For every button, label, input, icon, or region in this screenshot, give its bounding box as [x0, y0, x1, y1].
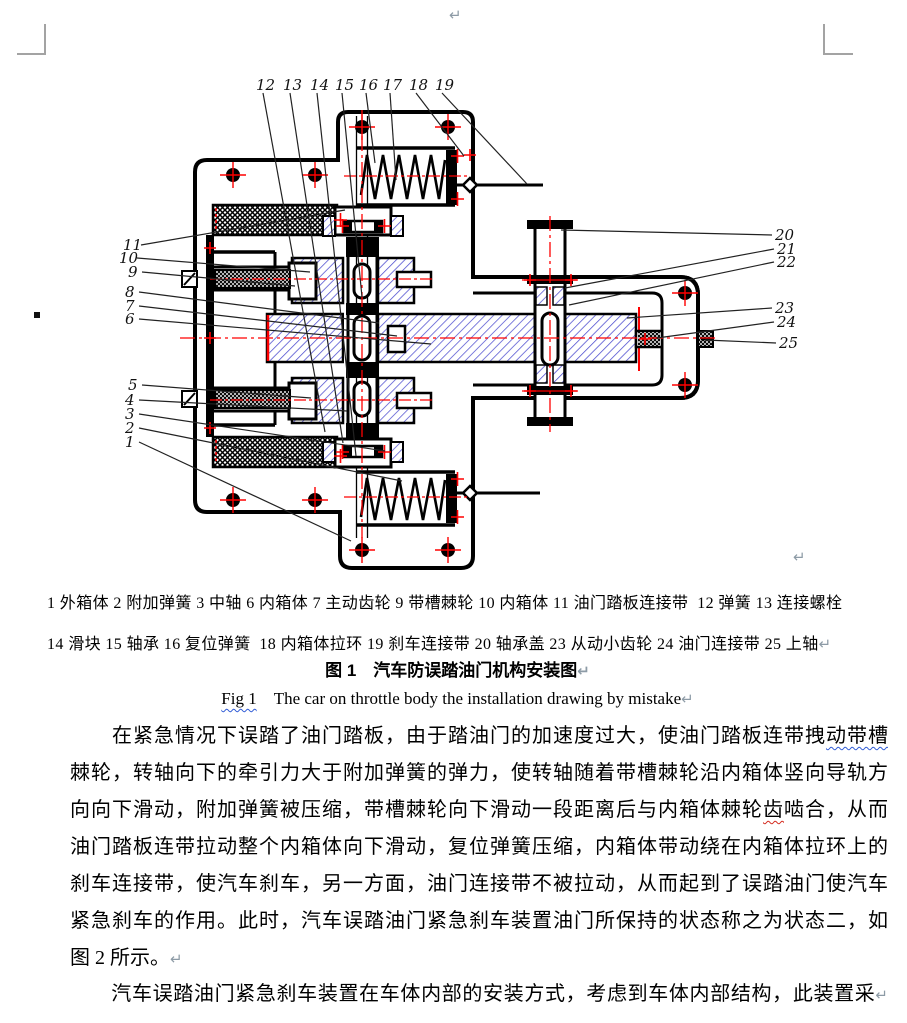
figure-caption-en: Fig 1 The car on throttle body the insta… [50, 684, 865, 709]
body-line: 紧急刹车的作用。此时，汽车误踏油门紧急刹车装置油门所保持的状态称之为状态二，如 [70, 910, 888, 932]
corner-mark-top-right-h [824, 53, 853, 55]
corner-mark-top-left-v [44, 24, 46, 55]
svg-text:6: 6 [125, 310, 135, 328]
bolts [220, 114, 698, 563]
body-line: 在紧急情况下误踏了油门踏板，由于踏油门的加速度过大，使油门踏板连带拽动带槽 [70, 718, 888, 755]
body-line: 油门踏板连带拉动整个内箱体向下滑动，复位弹簧压缩，内箱体带动绕在内箱体拉环上的 [70, 836, 888, 858]
paragraph-mark-icon: ↵ [449, 6, 462, 24]
svg-text:19: 19 [435, 76, 455, 94]
figure-caption-en-text: The car on throttle body the installatio… [256, 689, 682, 708]
parts-list-line1: 1 外箱体 2 附加弹簧 3 中轴 6 内箱体 7 主动齿轮 9 带槽棘轮 10… [47, 595, 843, 612]
body-line: 向向下滑动，附加弹簧被压缩，带槽棘轮向下滑动一段距离后与内箱体棘轮齿啮合，从而 [70, 792, 888, 829]
svg-text:23: 23 [774, 299, 794, 317]
body-line: 刹车连接带，使汽车刹车，另一方面，油门连接带不被拉动，从而起到了误踏油门使汽车 [70, 873, 888, 895]
body-line: 图 2 所示。↵ [70, 940, 888, 977]
svg-text:2: 2 [124, 419, 135, 437]
paragraph-mark-icon: ↵ [875, 986, 888, 1004]
position-marks [204, 149, 651, 524]
svg-text:12: 12 [256, 76, 275, 94]
svg-text:8: 8 [125, 283, 135, 301]
spellcheck-flagged-text: 齿 [763, 799, 784, 821]
paragraph-mark-icon: ↵ [681, 690, 694, 708]
svg-text:15: 15 [335, 76, 354, 94]
body-text: 啮合，从而 [784, 799, 888, 821]
svg-text:16: 16 [359, 76, 379, 94]
svg-text:9: 9 [128, 263, 138, 281]
margin-bullet [34, 312, 40, 318]
svg-text:10: 10 [119, 249, 139, 267]
svg-text:25: 25 [778, 334, 798, 352]
body-line: 汽车误踏油门紧急刹车装置在车体内部的安装方式，考虑到车体内部结构，此装置采↵ [70, 976, 888, 1013]
body-text: 在紧急情况下误踏了油门踏板，由于踏油门的加速度过大，使油门踏板连带拽 [70, 725, 826, 747]
body-text: 图 2 所示。 [70, 947, 170, 969]
paragraph-mark-icon: ↵ [577, 662, 590, 680]
svg-text:22: 22 [776, 253, 796, 271]
body-paragraph-1: 在紧急情况下误踏了油门踏板，由于踏油门的加速度过大，使油门踏板连带拽动带槽 棘轮… [70, 718, 888, 977]
paragraph-mark-icon: ↵ [818, 635, 832, 653]
corner-mark-top-left-h [17, 53, 45, 55]
svg-text:20: 20 [774, 226, 795, 244]
svg-text:17: 17 [383, 76, 403, 94]
svg-text:7: 7 [125, 297, 135, 315]
spellcheck-flagged-text: Fig 1 [221, 689, 257, 708]
body-paragraph-2: 汽车误踏油门紧急刹车装置在车体内部的安装方式，考虑到车体内部结构，此装置采↵ [70, 976, 888, 1013]
svg-text:1: 1 [125, 433, 135, 451]
svg-text:13: 13 [283, 76, 302, 94]
svg-text:5: 5 [128, 376, 138, 394]
callout-leaders [136, 92, 777, 542]
body-line: 棘轮，转轴向下的牵引力大于附加弹簧的弹力，使转轴随着带槽棘轮沿内箱体竖向导轨方 [70, 762, 888, 784]
svg-text:21: 21 [776, 240, 796, 258]
corner-mark-top-right-v [823, 24, 825, 55]
slider-ratchet [322, 205, 404, 469]
figure-caption-cn-text: 图 1 汽车防误踏油门机构安装图 [325, 661, 578, 680]
additional-spring-bands [211, 203, 339, 469]
svg-text:24: 24 [776, 313, 796, 331]
svg-text:14: 14 [310, 76, 329, 94]
figure-caption-cn: 图 1 汽车防误踏油门机构安装图↵ [50, 656, 865, 681]
body-text: 向向下滑动，附加弹簧被压缩，带槽棘轮向下滑动一段距离后与内箱体棘轮 [70, 799, 763, 821]
grammar-flagged-text: 动带槽 [826, 725, 888, 747]
figure-drawing: 12 13 14 15 16 17 18 19 11 10 9 8 7 6 5 … [119, 76, 798, 570]
body-text: 汽车误踏油门紧急刹车装置在车体内部的安装方式，考虑到车体内部结构，此装置采 [70, 983, 876, 1005]
parts-list-line2-text: 14 滑块 15 轴承 16 复位弹簧 18 内箱体拉环 19 刹车连接带 20… [47, 636, 819, 653]
svg-text:3: 3 [125, 405, 135, 423]
parts-list-line2: 14 滑块 15 轴承 16 复位弹簧 18 内箱体拉环 19 刹车连接带 20… [47, 630, 872, 654]
svg-text:18: 18 [409, 76, 428, 94]
svg-text:4: 4 [124, 391, 135, 409]
svg-text:11: 11 [123, 236, 142, 254]
paragraph-mark-icon: ↵ [170, 950, 183, 968]
paragraph-mark-icon: ↵ [793, 548, 806, 566]
callout-numbers: 12 13 14 15 16 17 18 19 11 10 9 8 7 6 5 … [119, 76, 798, 451]
